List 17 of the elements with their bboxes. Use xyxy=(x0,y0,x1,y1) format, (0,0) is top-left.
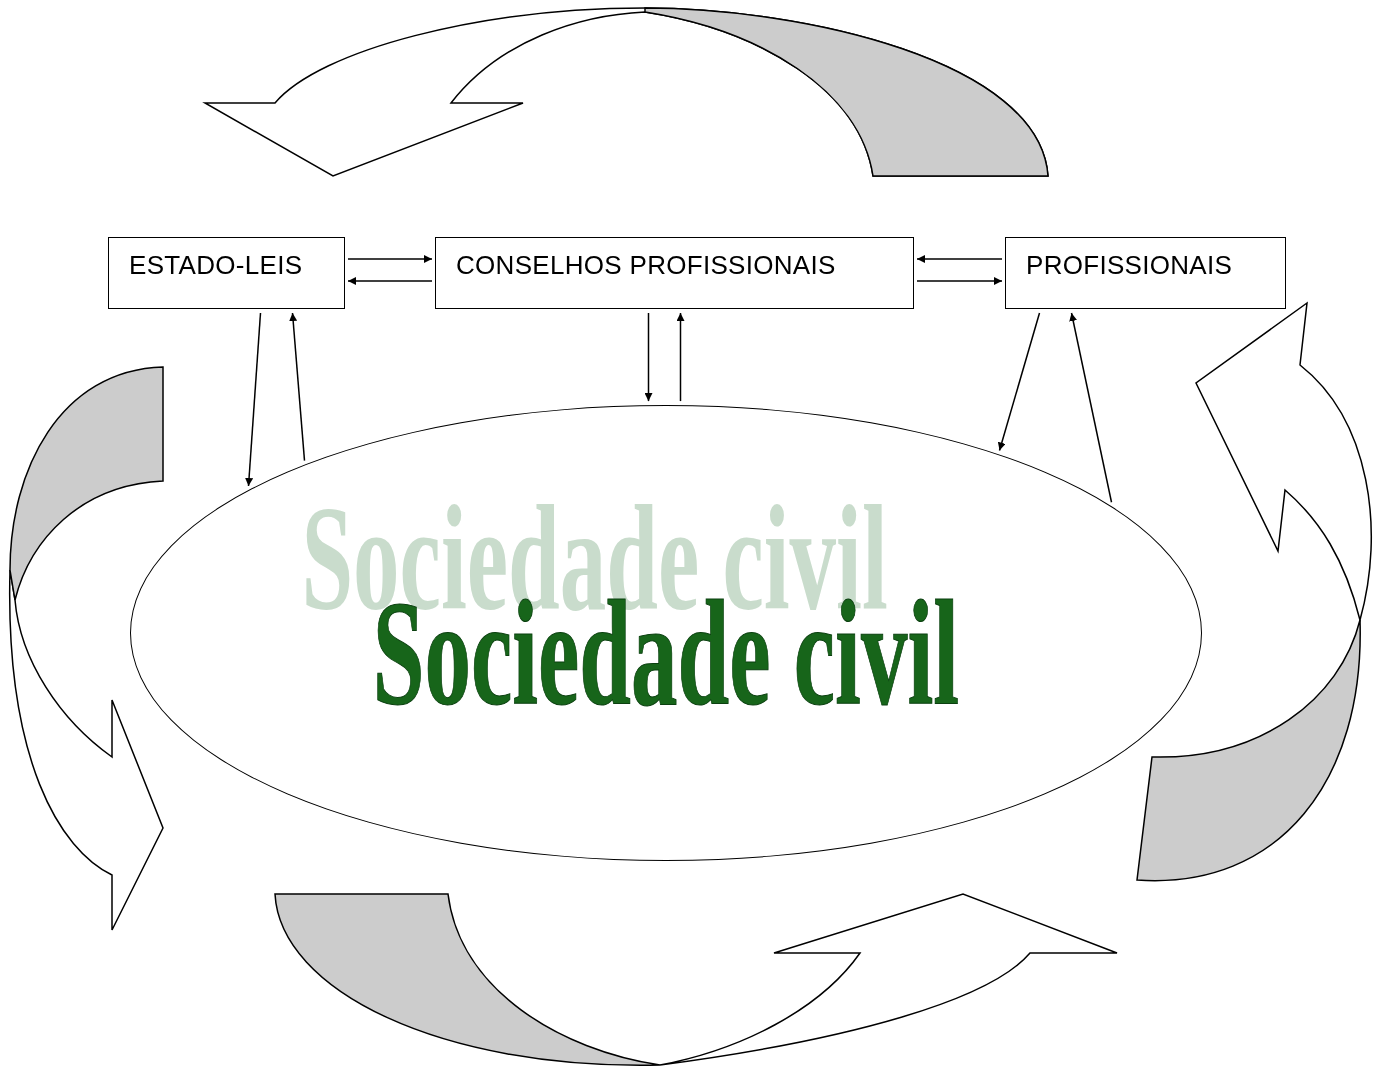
box-label: CONSELHOS PROFISSIONAIS xyxy=(456,250,836,280)
arrow xyxy=(289,312,306,462)
title-text: Sociedade civil xyxy=(372,569,960,738)
arrow xyxy=(676,312,685,402)
arrow xyxy=(245,312,262,487)
arrow xyxy=(644,312,653,402)
arrow xyxy=(916,277,1003,285)
process-box xyxy=(1005,237,1286,309)
process-box xyxy=(435,237,914,309)
box-label: PROFISSIONAIS xyxy=(1026,250,1233,280)
arrow xyxy=(997,312,1041,452)
arrow xyxy=(347,277,433,285)
arrow xyxy=(347,255,433,263)
arrow xyxy=(916,255,1003,263)
arrow xyxy=(1069,312,1113,503)
process-box xyxy=(108,237,345,309)
box-label: ESTADO-LEIS xyxy=(129,250,303,280)
